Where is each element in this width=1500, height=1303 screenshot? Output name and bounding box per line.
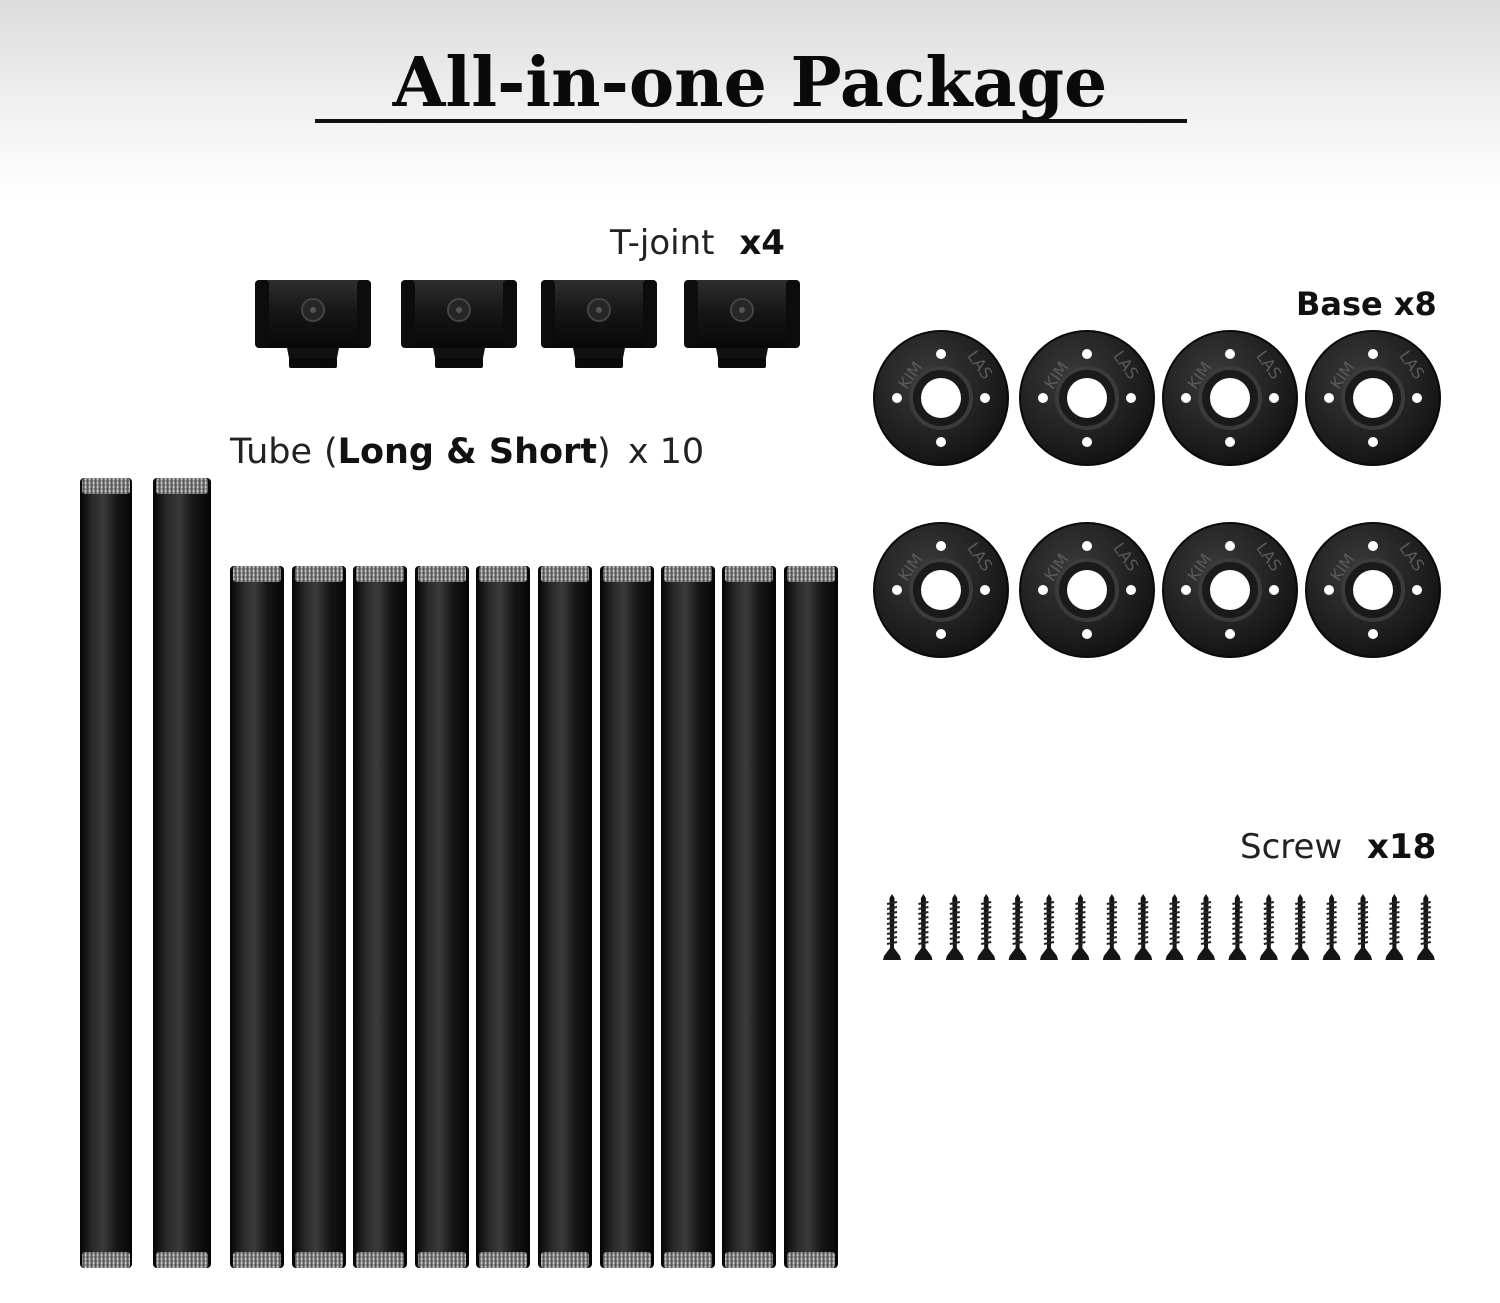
screw-15 xyxy=(1322,894,1341,960)
screw-17 xyxy=(1385,894,1404,960)
screw-14 xyxy=(1291,894,1310,960)
tube-short-6 xyxy=(538,566,592,1268)
screw-2 xyxy=(914,894,933,960)
screw-qty: x18 xyxy=(1367,827,1437,867)
tube-name: Tube xyxy=(230,432,312,472)
tube-short-8 xyxy=(661,566,715,1268)
screw-label: Screw x18 xyxy=(1240,830,1436,864)
screw-1 xyxy=(883,894,901,960)
tube-short-9 xyxy=(722,566,776,1268)
tjoint-1 xyxy=(255,280,371,368)
screw-3 xyxy=(945,894,964,960)
screw-9 xyxy=(1134,894,1153,960)
tjoint-3 xyxy=(541,280,657,368)
base-label: Base x8 xyxy=(1296,288,1437,320)
screw-11 xyxy=(1197,894,1215,960)
screw-12 xyxy=(1228,894,1247,960)
screw-10 xyxy=(1165,894,1184,960)
tube-label: Tube (Long & Short) x 10 xyxy=(230,435,704,470)
screw-16 xyxy=(1354,894,1372,960)
tube-short-2 xyxy=(292,566,346,1268)
screw-5 xyxy=(1008,894,1027,960)
screw-6 xyxy=(1040,894,1058,960)
screws xyxy=(883,894,1435,960)
title-banner xyxy=(0,0,1500,200)
screw-4 xyxy=(977,894,996,960)
base-name: Base x8 xyxy=(1296,285,1437,323)
tjoint-2 xyxy=(401,280,517,368)
tjoint-label: T-joint x4 xyxy=(610,226,785,260)
tube-short-7 xyxy=(600,566,654,1268)
title-underline xyxy=(315,119,1187,123)
screw-name: Screw xyxy=(1240,827,1343,867)
tube-long-2 xyxy=(153,478,211,1268)
page-title: All-in-one Package xyxy=(392,43,1108,123)
tube-short-1 xyxy=(230,566,284,1268)
tube-short-10 xyxy=(784,566,838,1268)
tjoint-name: T-joint xyxy=(610,223,715,263)
tube-short-3 xyxy=(353,566,407,1268)
tube-open-paren: ( xyxy=(324,432,338,472)
tube-qty: x 10 xyxy=(627,432,705,472)
tubes xyxy=(80,478,838,1268)
tube-short-5 xyxy=(476,566,530,1268)
tjoint-4 xyxy=(684,280,800,368)
tjoint-qty: x4 xyxy=(739,223,785,263)
tube-detail: Long & Short xyxy=(337,432,598,472)
tube-short-4 xyxy=(415,566,469,1268)
tube-long-1 xyxy=(80,478,132,1268)
screw-18 xyxy=(1416,894,1435,960)
screw-13 xyxy=(1259,894,1278,960)
tube-close-paren: ) xyxy=(597,432,611,472)
tjoint-fittings xyxy=(255,280,800,368)
screw-8 xyxy=(1102,894,1121,960)
screw-7 xyxy=(1071,894,1090,960)
